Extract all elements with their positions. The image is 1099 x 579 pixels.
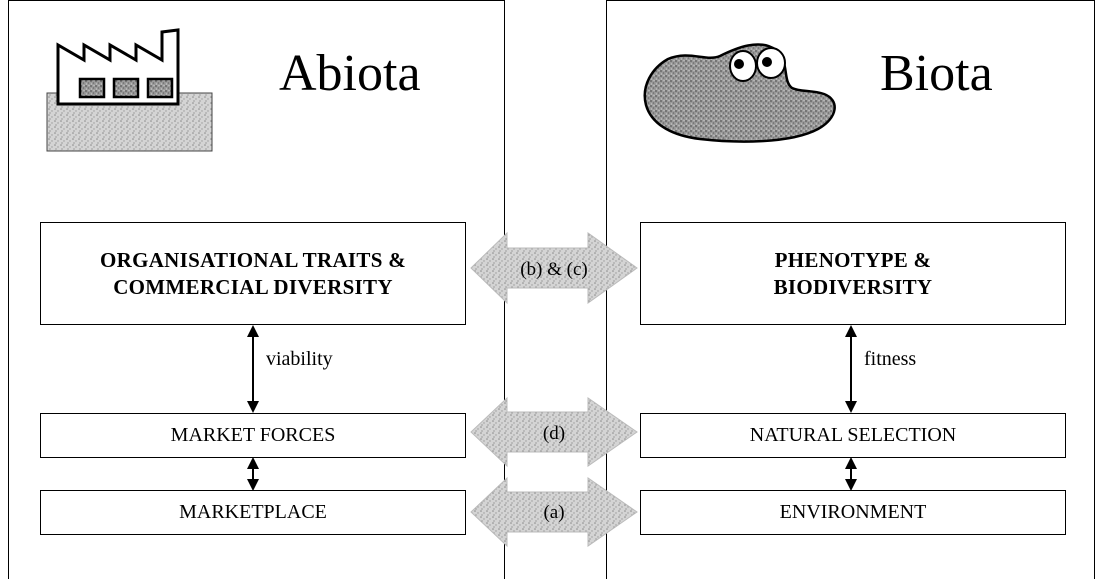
double-arrow-middle [470,396,638,468]
arrow-label-bottom: (a) [543,502,564,523]
factory-icon [46,28,213,152]
phenotype-box: PHENOTYPE & BIODIVERSITY [640,222,1066,325]
organisational-traits-box: ORGANISATIONAL TRAITS & COMMERCIAL DIVER… [40,222,466,325]
double-arrow-top [470,231,638,305]
market-forces-box: MARKET FORCES [40,413,466,458]
fitness-label: fitness [864,348,917,370]
double-arrow-bottom [470,476,638,548]
biota-title: Biota [880,45,993,102]
environment-box: ENVIRONMENT [640,490,1066,535]
arrow-label-middle: (d) [543,423,565,444]
arrow-label-top: (b) & (c) [520,259,588,280]
blob-creature-icon [643,43,836,143]
abiota-title: Abiota [279,45,421,102]
viability-label: viability [266,348,333,370]
natural-selection-box: NATURAL SELECTION [640,413,1066,458]
